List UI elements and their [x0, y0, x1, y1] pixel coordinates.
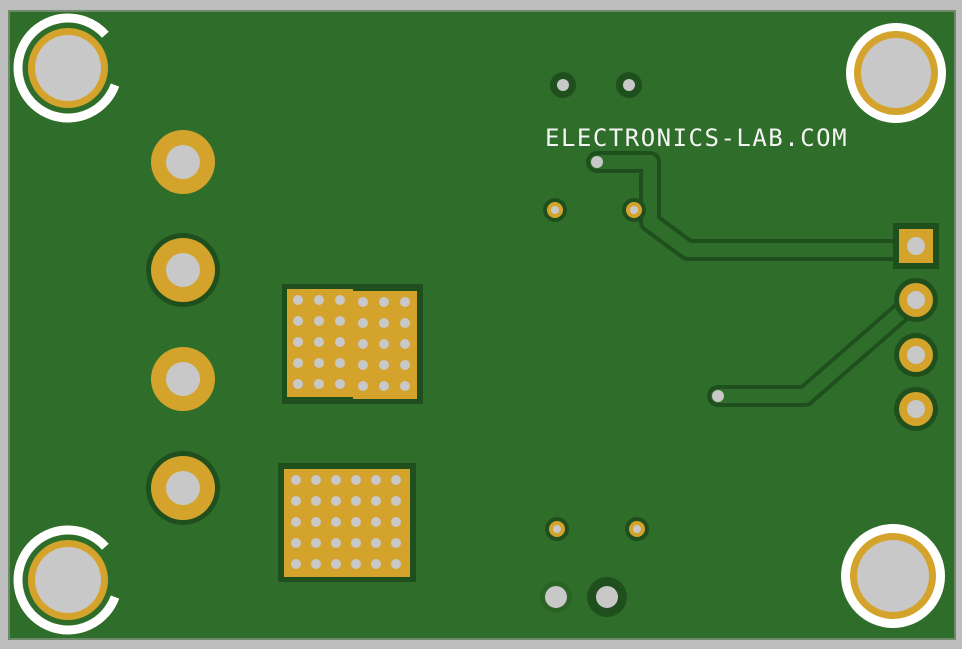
- via-array-bottom-drill: [391, 475, 401, 485]
- thermal-via-array-top: [282, 284, 423, 404]
- via-array-bottom-drill: [311, 517, 321, 527]
- left-connector-pads: [146, 130, 220, 525]
- via-top-1: [550, 72, 576, 98]
- header-pad-square: [893, 223, 939, 269]
- via-array-top-right-drill: [358, 339, 368, 349]
- via-array-top-right-drill: [400, 381, 410, 391]
- via-array-top-right-drill: [400, 360, 410, 370]
- via-array-top-right-drill: [358, 381, 368, 391]
- via-array-top-left-drill: [314, 379, 324, 389]
- left-pad-4: [146, 451, 220, 525]
- via-array-bottom-drill: [291, 559, 301, 569]
- via-array-top-right-drill: [400, 297, 410, 307]
- via-array-bottom-drill: [331, 475, 341, 485]
- via-array-top-left-drill: [314, 358, 324, 368]
- via-array-bottom-drill: [311, 538, 321, 548]
- silkscreen-text: ELECTRONICS-LAB.COM: [545, 124, 848, 152]
- via-array-top-left-drill: [335, 358, 345, 368]
- via-array-bottom-drill: [351, 475, 361, 485]
- via-array-top-right-drill: [379, 318, 389, 328]
- mounting-hole-top-left: [13, 13, 123, 123]
- via-array-top-right-drill: [358, 318, 368, 328]
- via-top-2: [616, 72, 642, 98]
- via-array-bottom-drill: [311, 496, 321, 506]
- via-array-top-left-drill: [335, 316, 345, 326]
- header-pad-2: [894, 278, 938, 322]
- left-pad-1: [151, 130, 215, 194]
- via-array-bottom-drill: [371, 496, 381, 506]
- via-array-top-left-drill: [293, 316, 303, 326]
- via-array-bottom-drill: [351, 517, 361, 527]
- via-array-bottom-drill: [291, 517, 301, 527]
- via-array-bottom-drill: [371, 475, 381, 485]
- via-array-bottom-drill: [291, 538, 301, 548]
- right-header-pads: [893, 223, 939, 431]
- via-array-top-right-drill: [400, 339, 410, 349]
- pad-small-3: [545, 517, 569, 541]
- via-bottom-2: [587, 577, 627, 617]
- mounting-hole-top-right: [846, 23, 946, 123]
- via-array-bottom-drill: [351, 559, 361, 569]
- via-array-bottom-drill: [331, 538, 341, 548]
- pad-small-1: [543, 198, 567, 222]
- via-array-top-left-drill: [314, 316, 324, 326]
- via-array-bottom-drill: [331, 496, 341, 506]
- via-array-bottom-drill: [391, 517, 401, 527]
- copper-traces: [586, 151, 926, 407]
- via-array-top-left-drill: [293, 295, 303, 305]
- via-array-top-right-drill: [379, 381, 389, 391]
- via-array-top-left-drill: [293, 337, 303, 347]
- via-array-top-left-drill: [293, 358, 303, 368]
- via-array-top-left-drill: [293, 379, 303, 389]
- via-array-top-right-drill: [358, 360, 368, 370]
- via-array-bottom-drill: [371, 517, 381, 527]
- via-array-bottom-drill: [351, 496, 361, 506]
- via-bottom-1: [540, 581, 572, 613]
- solder-mask: [10, 12, 954, 638]
- via-array-top-left-drill: [314, 295, 324, 305]
- header-pad-4: [894, 387, 938, 431]
- thermal-via-array-bottom: [278, 463, 416, 582]
- via-array-bottom-drill: [391, 538, 401, 548]
- pad-small-4: [625, 517, 649, 541]
- via-array-top-right-drill: [400, 318, 410, 328]
- via-array-bottom-drill: [311, 475, 321, 485]
- via-array-bottom-drill: [371, 559, 381, 569]
- via-array-bottom-drill: [391, 559, 401, 569]
- via-array-top-right-drill: [358, 297, 368, 307]
- left-pad-2: [146, 233, 220, 307]
- via-array-top-left-drill: [314, 337, 324, 347]
- via-trace-start: [591, 156, 603, 168]
- pad-small-2: [622, 198, 646, 222]
- via-array-top-right-drill: [379, 339, 389, 349]
- via-array-bottom-drill: [331, 517, 341, 527]
- mounting-hole-bottom-right: [841, 524, 945, 628]
- header-pad-3: [894, 333, 938, 377]
- via-array-top-left-drill: [335, 295, 345, 305]
- via-array-top-right-drill: [379, 297, 389, 307]
- via-array-bottom-drill: [351, 538, 361, 548]
- via-array-bottom-drill: [291, 475, 301, 485]
- via-array-bottom-drill: [391, 496, 401, 506]
- via-array-bottom-drill: [371, 538, 381, 548]
- trace-upper: [590, 155, 922, 257]
- via-array-top-left-drill: [335, 379, 345, 389]
- via-trace-lower-start: [712, 390, 724, 402]
- trace-lower: [711, 293, 922, 403]
- left-pad-3: [151, 347, 215, 411]
- via-array-bottom-drill: [291, 496, 301, 506]
- via-array-top-right-drill: [379, 360, 389, 370]
- via-array-top-left-drill: [335, 337, 345, 347]
- via-array-bottom-drill: [311, 559, 321, 569]
- mounting-hole-bottom-left: [13, 525, 123, 635]
- via-array-bottom-drill: [331, 559, 341, 569]
